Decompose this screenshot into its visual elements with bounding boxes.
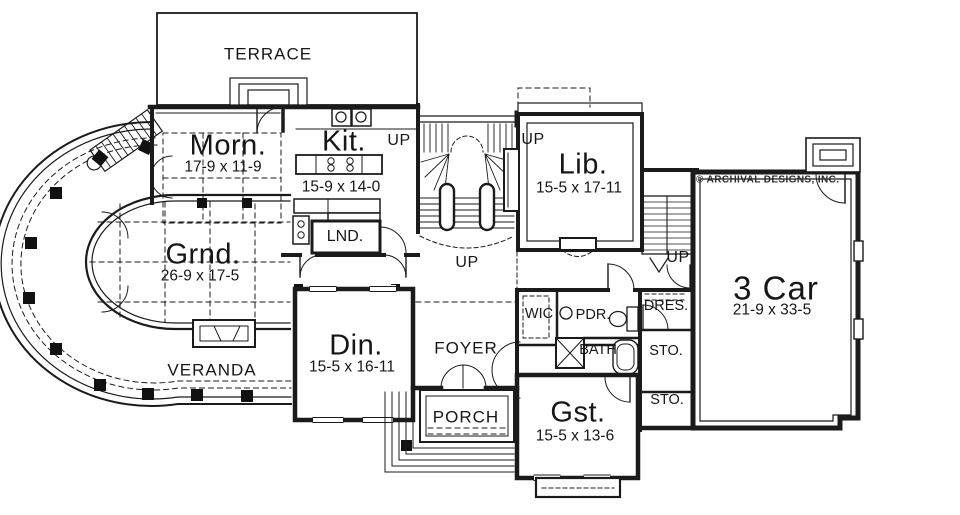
room-label-porch: PORCH <box>432 407 500 427</box>
room-label-pdr: PDR. <box>575 306 611 323</box>
library-walls <box>503 102 644 257</box>
dining-windows <box>309 285 397 424</box>
room-label-sto-lower: STO. <box>650 391 684 408</box>
bath-room <box>555 336 642 375</box>
kitchen-island <box>295 154 383 175</box>
room-dims-gst: 15-5 x 13-6 <box>535 427 615 445</box>
grand-room-fireplace <box>192 319 256 348</box>
room-dims-grand: 26-9 x 17-5 <box>160 267 240 285</box>
east-stair <box>640 168 699 289</box>
copyright-text: © ARCHIVAL DESIGNS, INC. <box>696 174 840 186</box>
shower-fixture <box>555 337 585 369</box>
room-label-terrace: TERRACE <box>223 44 313 64</box>
veranda-columns <box>23 139 253 402</box>
porch-walls <box>401 389 515 451</box>
stair-up-label-center: UP <box>455 254 479 271</box>
room-label-bath: BATH <box>579 341 617 358</box>
laundry-room-walls <box>310 219 407 255</box>
guest-bay-window <box>534 476 622 499</box>
room-label-wic: WIC <box>524 305 554 322</box>
room-label-morn: Morn. <box>189 129 267 162</box>
morning-room-ceiling-grid <box>162 132 282 224</box>
garage-window <box>853 240 864 262</box>
rear-hall-walls <box>515 251 699 292</box>
room-label-grand: Grnd. <box>165 238 241 271</box>
room-label-lib: Lib. <box>558 148 608 181</box>
garage-window <box>853 318 864 340</box>
room-label-foyer: FOYER <box>434 338 498 358</box>
room-label-din: Din. <box>329 329 383 362</box>
garage-chimney <box>805 137 861 173</box>
guest-room-walls <box>491 341 641 499</box>
terrace-outline <box>156 12 418 106</box>
washer-dryer <box>292 215 310 245</box>
room-dims-lib: 15-5 x 17-11 <box>536 179 622 197</box>
veranda-railing <box>0 120 292 407</box>
foyer-walls <box>410 364 520 391</box>
grand-room-columns <box>197 198 252 208</box>
kitchen-walls <box>295 103 420 234</box>
room-label-lnd: LND. <box>326 228 364 245</box>
room-label-garage: 3 Car <box>733 269 819 307</box>
room-dims-morn: 17-9 x 11-9 <box>184 158 262 176</box>
toilet-fixture <box>608 306 639 332</box>
room-label-dres: DRES. <box>643 297 689 314</box>
room-label-kit: Kit. <box>322 125 366 158</box>
room-dims-kit: 15-9 x 14-0 <box>301 178 381 196</box>
room-label-gst: Gst. <box>550 396 606 429</box>
stair-up-label-east: UP <box>666 249 690 266</box>
stair-up-label-left: UP <box>387 132 411 149</box>
porch-steps <box>384 391 515 473</box>
morning-room-walls <box>147 104 421 205</box>
grand-room-ceiling-grid <box>89 201 291 323</box>
sink-fixture <box>559 306 573 320</box>
kitchen-sink <box>331 108 372 127</box>
dining-room-walls <box>292 285 416 424</box>
stair-up-label-right: UP <box>521 131 545 148</box>
room-dims-din: 15-5 x 16-11 <box>309 358 395 376</box>
wic-walls <box>515 288 559 377</box>
room-label-veranda: VERANDA <box>167 360 257 380</box>
room-dims-garage: 21-9 x 33-5 <box>732 301 812 319</box>
room-label-sto-upper: STO. <box>649 342 683 359</box>
